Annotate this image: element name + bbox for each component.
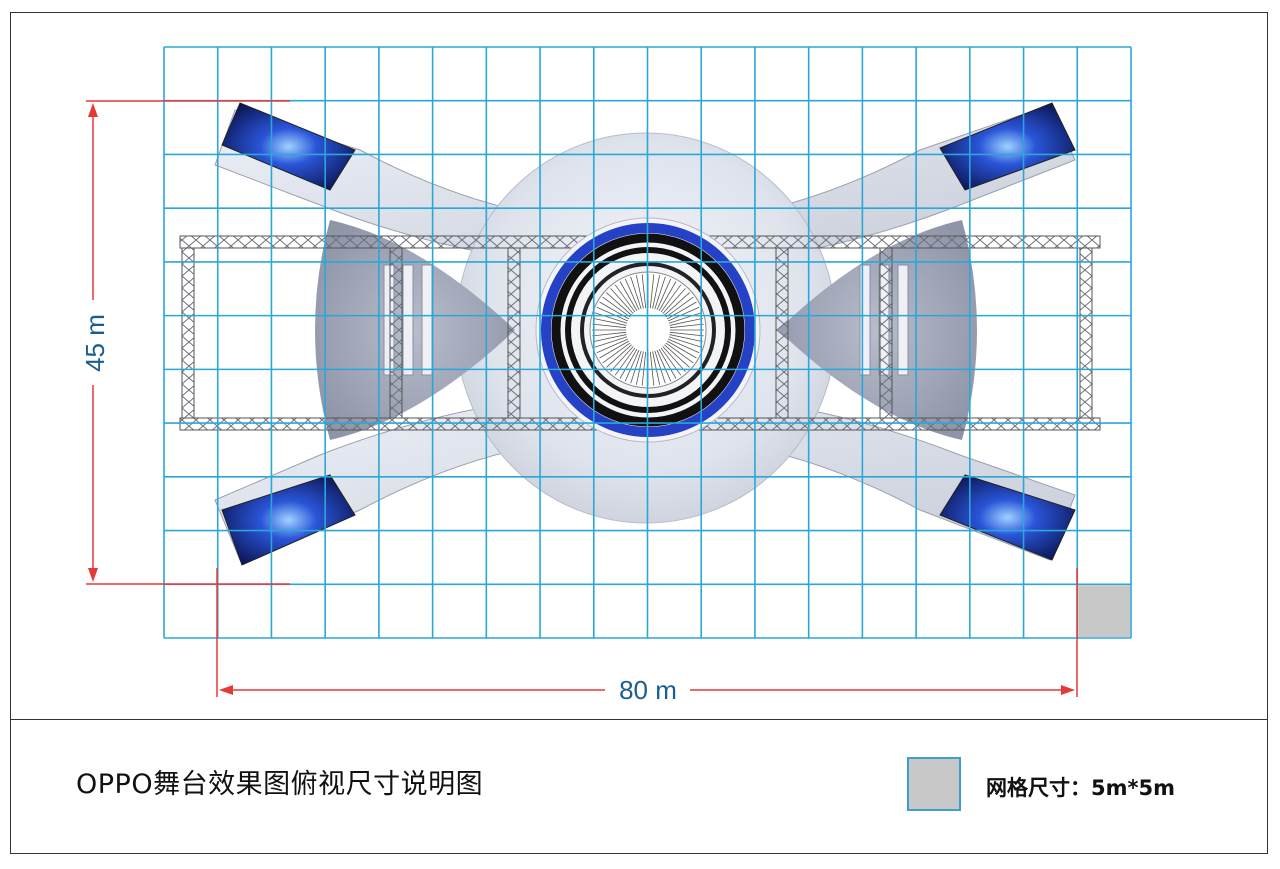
ring-spoke [641,274,647,309]
ring-spoke [669,323,704,329]
left-stage-lobe [315,220,515,440]
ring-spoke [602,342,631,364]
width-dimension-label: 80 m [619,675,677,705]
ring-spoke [669,317,703,326]
stage-body [179,102,1101,566]
ring-spoke [602,296,631,318]
ring-spoke [624,278,640,311]
ring-spoke [667,306,700,322]
ring-spoke [596,306,629,322]
ring-spoke [656,278,672,311]
diagram-caption: OPPO舞台效果图俯视尺寸说明图 [76,769,484,800]
ring-spoke [596,338,629,354]
ring-spoke [662,288,686,314]
grid-unit-cell [1078,585,1130,637]
led-screen-top-right [939,102,1076,191]
ring-spoke [592,331,627,337]
ring-spoke [624,349,640,382]
ring-spoke [654,350,666,384]
ring-spoke [614,347,636,376]
ring-spoke [665,342,694,364]
width-dimension [216,568,1078,697]
ring-spoke [606,292,632,316]
led-screen-bottom-right [939,474,1076,561]
grid-legend-label: 网格尺寸：5m*5m [986,776,1175,800]
ring-spoke [619,281,638,312]
ring-spoke [593,334,627,343]
ring-spoke [594,336,628,348]
ring-spoke [652,351,661,385]
ring-spoke [635,351,644,385]
ring-spoke [614,284,636,313]
ring-spoke [649,274,655,309]
ring-spoke [664,292,690,316]
height-dimension-label: 45 m [80,314,110,372]
corner-led-screens [221,102,1076,566]
ring-spoke [666,340,697,359]
ring-spoke [619,348,638,379]
ring-spoke [635,275,644,309]
grid-legend-swatch [907,757,961,811]
ring-spoke [660,284,682,313]
title-block-divider [10,719,1268,720]
ring-spoke [594,312,628,324]
ring-spoke [610,288,634,314]
ring-spoke [665,296,694,318]
ring-spoke [664,344,690,368]
ring-spoke [658,281,677,312]
ring-spoke [668,336,702,348]
ring-spoke [606,344,632,368]
ring-spoke [630,350,642,384]
ring-spoke [610,346,634,372]
ring-spoke [654,276,666,310]
ring-spoke [592,323,627,329]
ring-spoke [660,347,682,376]
right-stage-lobe [778,220,977,440]
ring-spoke [652,275,661,309]
ring-spoke [667,338,700,354]
ring-spoke [599,340,630,359]
led-screen-bottom-left [221,474,356,566]
ring-spoke [658,348,677,379]
ring-spoke [630,276,642,310]
ring-spoke [669,334,703,343]
ring-spoke [593,317,627,326]
ring-spoke [668,312,702,324]
ring-spoke [656,349,672,382]
grid-overlay [163,46,1132,639]
height-dimension [86,100,290,585]
drawing-frame [10,12,1268,854]
stage-plan-drawing: 45 m 80 m [80,46,1132,705]
ring-spoke [662,346,686,372]
led-screen-top-left [221,102,356,191]
ring-spoke [669,331,704,337]
